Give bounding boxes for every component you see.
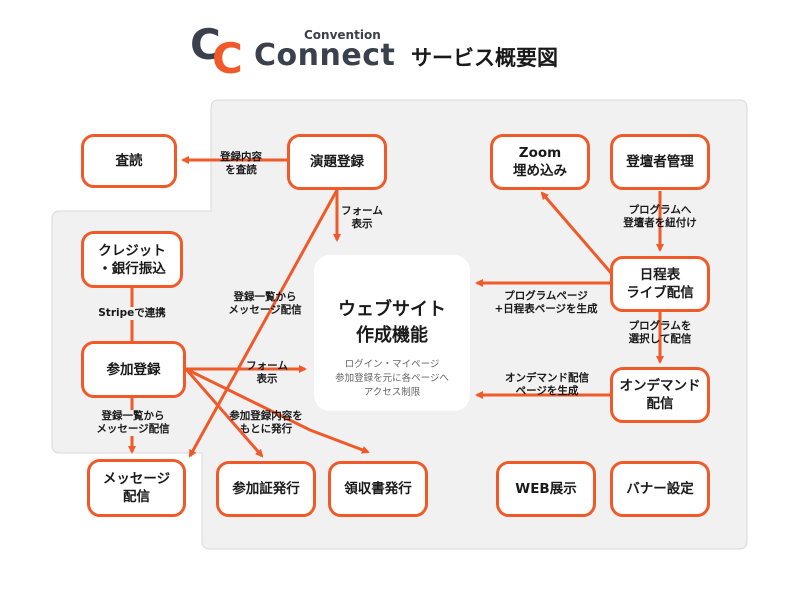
label-list-message-2: 登録一覧から メッセージ配信	[78, 410, 188, 436]
banner-settings-node: バナー設定	[610, 461, 710, 517]
label-program-select: プログラムを 選択して配信	[628, 320, 692, 345]
label-ondemand-page: オンデマンド配信 ページを生成	[505, 372, 589, 397]
label-form-display-2: フォーム 表示	[246, 360, 288, 385]
abstract-registration-node: 演題登録	[287, 134, 387, 190]
ondemand-node: オンデマンド 配信	[610, 367, 710, 423]
speaker-management-node: 登壇者管理	[610, 134, 710, 190]
credit-bank-node: クレジット ・銀行振込	[81, 231, 183, 288]
receipt-issue-node: 領収書発行	[328, 461, 428, 517]
website-builder-center: ウェブサイト 作成機能 ログイン・マイページ 参加登録を元に各ページへ アクセス…	[314, 255, 470, 411]
logo-mark-c-dark: C	[190, 20, 221, 69]
logo-mark-c-orange: C	[212, 34, 243, 83]
center-note: ログイン・マイページ 参加登録を元に各ページへ アクセス制限	[335, 359, 449, 398]
badge-issue-node: 参加証発行	[216, 461, 316, 517]
message-node: メッセージ 配信	[87, 459, 186, 517]
logo-wordmark: Connect	[254, 38, 396, 73]
label-form-display-1: フォーム 表示	[341, 205, 383, 230]
participation-registration-node: 参加登録	[81, 341, 186, 398]
web-exhibit-node: WEB展示	[496, 461, 596, 517]
label-list-message-1: 登録一覧から メッセージ配信	[228, 291, 302, 316]
schedule-live-node: 日程表 ライブ配信	[610, 256, 710, 312]
label-program-speaker-link: プログラムへ 登壇者を紐付け	[623, 204, 697, 229]
label-review-send: 登録内容 を査読	[220, 151, 262, 176]
label-program-page: プログラムページ +日程表ページを生成	[494, 290, 598, 315]
center-title: ウェブサイト 作成機能	[338, 299, 446, 346]
logo-small-text: Convention	[304, 28, 381, 42]
page-title: サービス概要図	[411, 46, 558, 70]
label-stripe: Stripeで連携	[82, 307, 182, 320]
review-node: 査読	[81, 134, 177, 188]
zoom-embed-node: Zoom 埋め込み	[490, 134, 590, 190]
label-issue-from-registration: 参加登録内容を もとに発行	[229, 410, 303, 435]
